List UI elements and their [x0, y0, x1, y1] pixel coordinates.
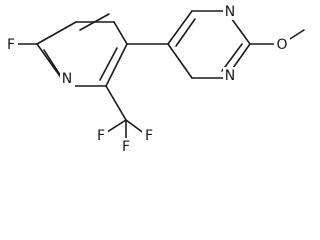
bond — [105, 43, 128, 87]
atom-labels: F N N N O F F F — [4, 3, 290, 155]
bond — [167, 10, 193, 45]
atom-f-cf3-left: F — [97, 128, 105, 144]
bond — [105, 85, 127, 121]
atom-n-pyrimidine-bottom: N — [225, 68, 235, 84]
bond — [36, 21, 77, 45]
atom-f-pyridine: F — [7, 37, 15, 53]
atom-n-pyridine: N — [62, 71, 72, 87]
bond — [167, 43, 193, 79]
bond — [113, 21, 128, 45]
atom-o-methoxy: O — [276, 37, 287, 53]
bond — [175, 18, 196, 47]
bond — [221, 43, 243, 72]
bond — [43, 49, 63, 79]
molecule-svg: F N N N O F F F — [4, 3, 305, 155]
structure-diagram: F N N N O F F F — [4, 3, 305, 155]
bond — [125, 119, 146, 135]
bond — [99, 47, 118, 81]
atom-n-pyrimidine-top: N — [225, 4, 235, 20]
atom-f-cf3-right: F — [145, 128, 153, 144]
atom-f-cf3-bottom: F — [122, 139, 130, 155]
